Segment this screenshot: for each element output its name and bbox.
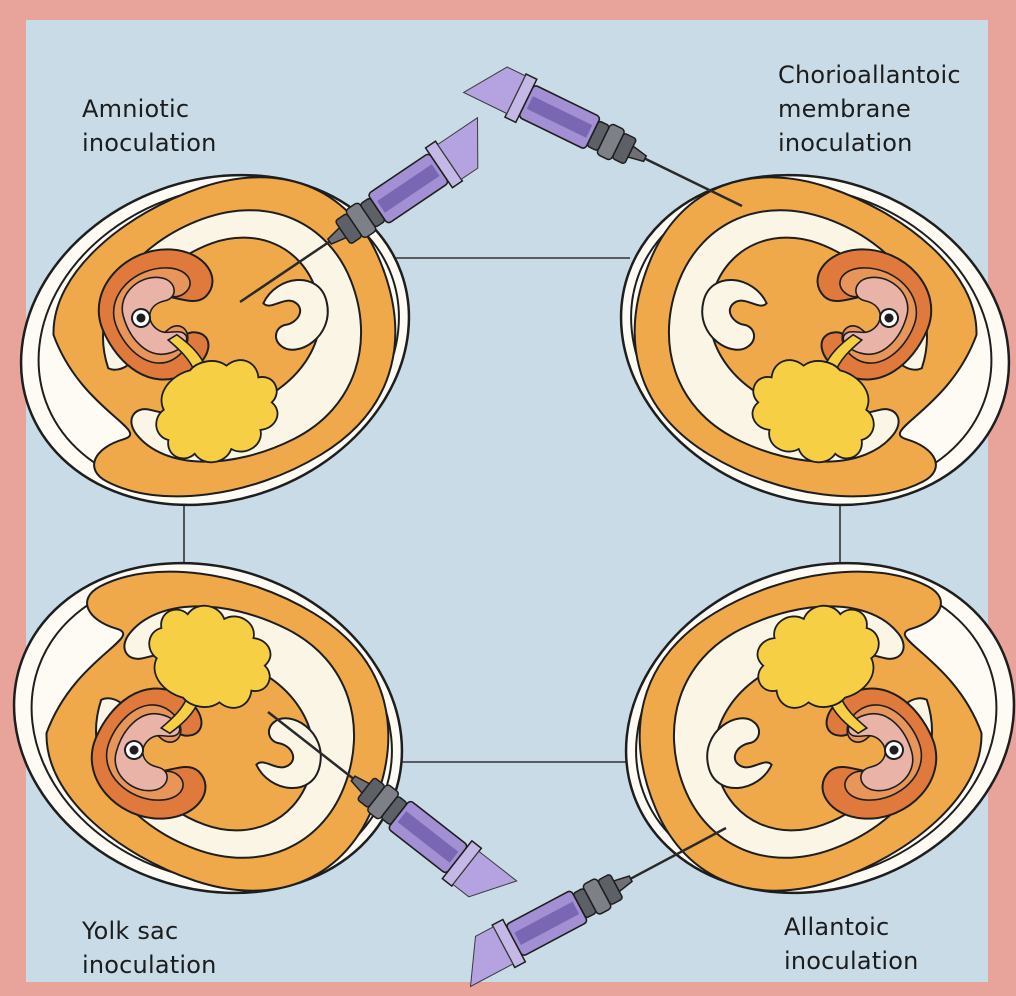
label-yolk-sac-line-2: inoculation — [82, 948, 217, 982]
label-chorioallantoic-line-3: inoculation — [778, 126, 961, 160]
label-amniotic-line-2: inoculation — [82, 126, 217, 160]
label-allantoic-line-2: inoculation — [784, 944, 919, 978]
label-allantoic: Allantoic inoculation — [784, 910, 919, 978]
label-amniotic-line-1: Amniotic — [82, 92, 217, 126]
label-chorioallantoic: Chorioallantoic membrane inoculation — [778, 58, 961, 160]
label-yolk-sac: Yolk sac inoculation — [82, 914, 217, 982]
label-yolk-sac-line-1: Yolk sac — [82, 914, 217, 948]
label-amniotic: Amniotic inoculation — [82, 92, 217, 160]
label-chorioallantoic-line-2: membrane — [778, 92, 961, 126]
label-chorioallantoic-line-1: Chorioallantoic — [778, 58, 961, 92]
label-allantoic-line-1: Allantoic — [784, 910, 919, 944]
